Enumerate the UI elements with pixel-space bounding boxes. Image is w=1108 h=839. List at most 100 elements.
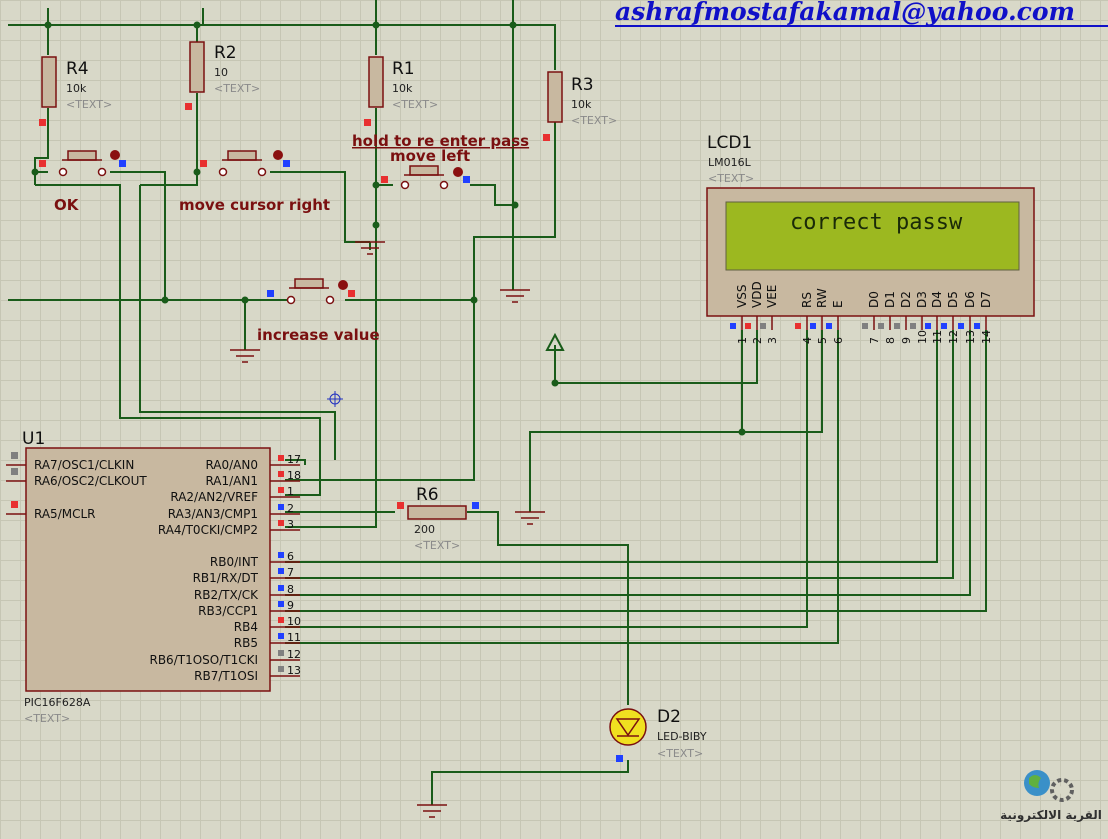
pin-state-marker xyxy=(941,323,947,329)
pin-state-marker xyxy=(745,323,751,329)
resistor-text: <TEXT> xyxy=(66,98,112,111)
pin-state-marker xyxy=(278,601,284,607)
mcu-pin-label: RA3/AN3/CMP1 xyxy=(168,507,258,521)
mcu-pin-label: RB7/T1OSI xyxy=(194,669,258,683)
lcd-pin-label: RW xyxy=(815,288,829,308)
mcu-pin-number: 2 xyxy=(287,502,294,515)
ground-symbol-icon xyxy=(500,289,530,303)
pin-state-marker xyxy=(278,617,284,623)
resistor-r3[interactable]: R3 10k <TEXT> xyxy=(547,71,617,127)
mcu-pin-number: 18 xyxy=(287,469,301,482)
mcu-pin-label: RB3/CCP1 xyxy=(198,604,258,618)
ground-symbol-icon xyxy=(515,511,545,525)
button-move-right[interactable]: move cursor right xyxy=(179,150,330,214)
ground-symbol-icon xyxy=(355,241,385,255)
pin-state-marker xyxy=(278,650,284,656)
resistor-text: <TEXT> xyxy=(214,82,260,95)
crosshair-icon xyxy=(327,391,343,407)
button-ok[interactable]: OK xyxy=(54,150,120,214)
button-increase[interactable]: increase value xyxy=(257,278,380,344)
mcu-pin-number: 17 xyxy=(287,453,301,466)
lcd-pin-number: 6 xyxy=(832,337,845,344)
lcd-module[interactable]: correct passw LCD1 LM016L <TEXT> VSS1VDD… xyxy=(706,133,1035,344)
mcu-pin-number: 1 xyxy=(287,485,294,498)
mcu-pin-label: RA1/AN1 xyxy=(205,474,258,488)
lcd-pins: VSS1VDD2VEE3RS4RW5E6D07D18D29D310D411D51… xyxy=(730,281,993,344)
resistor-r2[interactable]: R2 10 <TEXT> xyxy=(189,41,260,95)
lcd-pin-number: 5 xyxy=(816,337,829,344)
mcu-pic16f628a[interactable]: U1 PIC16F628A <TEXT> RA7/OSC1/CLKINRA6/O… xyxy=(6,429,301,725)
resistor-r4[interactable]: R4 10k <TEXT> xyxy=(41,56,112,111)
pin-state-marker xyxy=(760,323,766,329)
watermark-label: القرية الالكترونية xyxy=(1000,808,1102,823)
mcu-pin-number: 13 xyxy=(287,664,301,677)
mcu-pin-number: 12 xyxy=(287,648,301,661)
mcu-pin-label: RB1/RX/DT xyxy=(193,571,259,585)
resistor-value: 200 xyxy=(414,523,435,536)
resistor-r1[interactable]: R1 10k <TEXT> xyxy=(368,56,438,111)
button-move-left-label: move left xyxy=(390,147,470,165)
mcu-pin-number: 8 xyxy=(287,583,294,596)
lcd-pin-number: 11 xyxy=(931,330,944,344)
mcu-ref: U1 xyxy=(22,429,45,449)
pin-state-marker xyxy=(795,323,801,329)
button-move-left[interactable]: move left xyxy=(390,147,470,190)
lcd-pin-label: D1 xyxy=(883,291,897,308)
led-model: LED-BIBY xyxy=(657,730,707,743)
lcd-display-text: correct passw xyxy=(790,210,963,235)
pin-state-marker xyxy=(894,323,900,329)
pin-state-marker xyxy=(925,323,931,329)
mcu-pin-label: RB0/INT xyxy=(210,555,259,569)
lcd-pin-label: RS xyxy=(800,292,814,308)
mcu-pin-label: RA6/OSC2/CLKOUT xyxy=(34,474,147,488)
button-move-right-label: move cursor right xyxy=(179,196,330,214)
ground-symbol-icon xyxy=(417,804,447,818)
mcu-pin-label: RA2/AN2/VREF xyxy=(170,490,258,504)
pin-state-marker xyxy=(278,455,284,461)
resistor-text: <TEXT> xyxy=(392,98,438,111)
lcd-pin-label: D5 xyxy=(946,291,960,308)
mcu-text: <TEXT> xyxy=(24,712,70,725)
resistor-ref: R6 xyxy=(416,485,439,505)
lcd-screen xyxy=(725,201,1020,271)
mcu-pin-label: RB4 xyxy=(234,620,258,634)
resistor-value: 10k xyxy=(571,98,592,111)
lcd-pin-label: VEE xyxy=(765,285,779,308)
resistor-r6[interactable]: R6 200 <TEXT> xyxy=(407,485,467,552)
resistor-value: 10 xyxy=(214,66,228,79)
lcd-pin-label: E xyxy=(831,300,845,308)
pin-state-marker xyxy=(278,585,284,591)
lcd-pin-number: 8 xyxy=(884,337,897,344)
mcu-pin-number: 11 xyxy=(287,631,301,644)
globe-gear-logo-icon xyxy=(1024,770,1074,802)
pin-state-marker xyxy=(278,487,284,493)
lcd-pin-number: 14 xyxy=(980,330,993,344)
lcd-pin-number: 7 xyxy=(868,337,881,344)
pin-state-marker xyxy=(278,504,284,510)
pin-state-marker xyxy=(278,568,284,574)
resistor-value: 10k xyxy=(392,82,413,95)
lcd-pin-number: 1 xyxy=(736,337,749,344)
lcd-pin-number: 3 xyxy=(766,337,779,344)
led-d2[interactable]: D2 LED-BIBY <TEXT> xyxy=(609,707,707,762)
hold-note: hold to re enter pass xyxy=(352,132,529,150)
lcd-pin-label: VSS xyxy=(735,285,749,308)
mcu-pin-label: RA5/MCLR xyxy=(34,507,96,521)
mcu-pin-label: RB2/TX/CK xyxy=(194,588,259,602)
lcd-pin-label: D3 xyxy=(915,291,929,308)
power-terminal-icon xyxy=(545,332,565,351)
lcd-pin-number: 10 xyxy=(916,330,929,344)
resistor-text: <TEXT> xyxy=(571,114,617,127)
pin-state-marker xyxy=(278,666,284,672)
mcu-pin-number: 3 xyxy=(287,518,294,531)
pin-state-markers xyxy=(11,103,550,509)
led-ref: D2 xyxy=(657,707,681,727)
led-text: <TEXT> xyxy=(657,747,703,760)
mcu-pin-label: RB5 xyxy=(234,636,258,650)
pin-state-marker xyxy=(730,323,736,329)
button-ok-label: OK xyxy=(54,196,80,214)
pin-state-marker xyxy=(974,323,980,329)
